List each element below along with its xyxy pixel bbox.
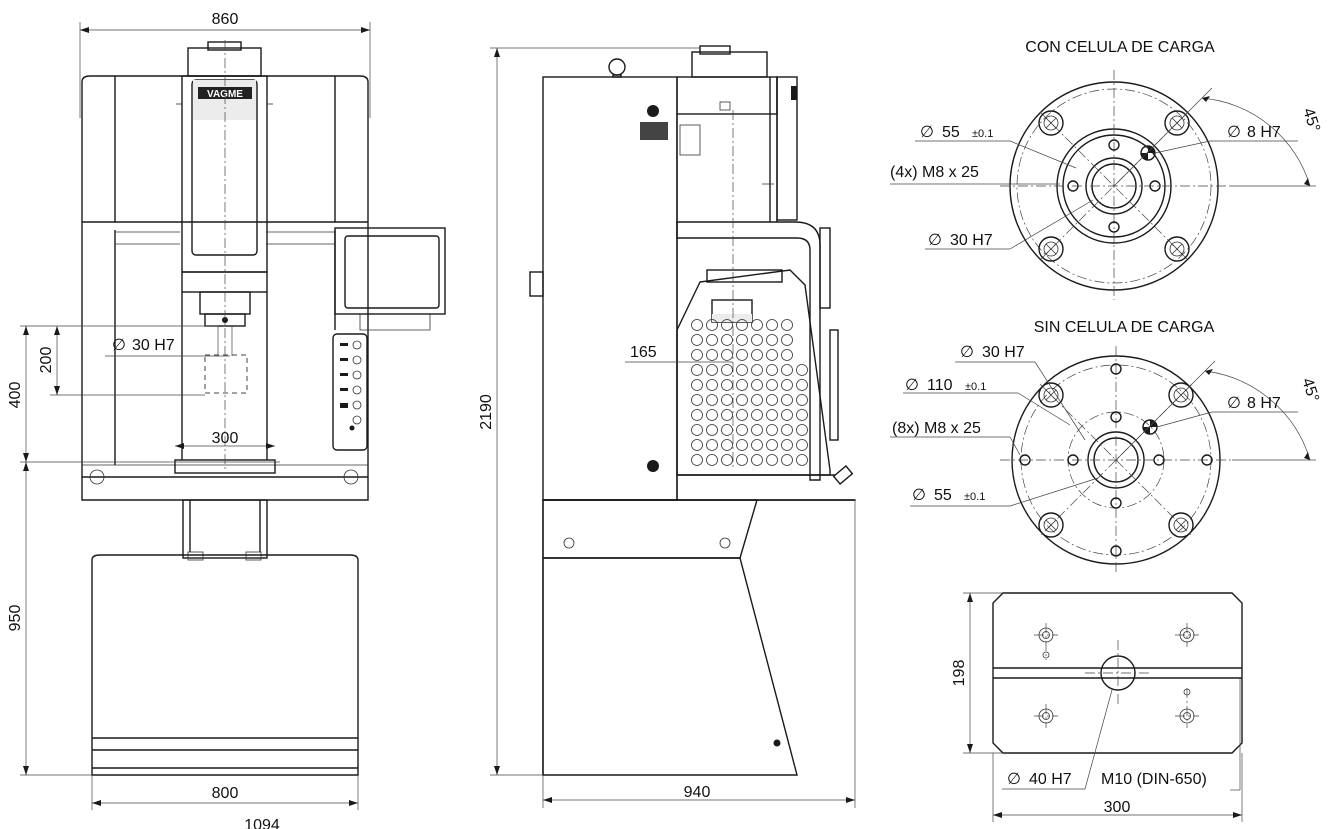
flange2-d110-label: 110 [927,377,953,394]
front-dia-symbol: ∅ [112,337,126,354]
dim-300-front-label: 300 [212,430,239,447]
flange2-d30-label: 30 H7 [982,344,1025,361]
flange2-d8-label: 8 H7 [1247,395,1281,412]
flange2-d55-symbol: ∅ [912,487,926,504]
dim-950-label: 950 [7,605,24,632]
flange2-angle-label: 45° [1298,376,1322,404]
no-load-cell-title: SIN CELULA DE CARGA [1034,319,1215,336]
plate-d40-symbol: ∅ [1007,771,1021,788]
plate-holes [1038,627,1195,724]
dim-200-label: 200 [38,347,55,374]
front-hole-30h7-label: 30 H7 [132,337,175,354]
flange1-angle-label: 45° [1299,106,1323,134]
flange2-d30-symbol: ∅ [960,344,974,361]
plate-d40-label: 40 H7 [1029,771,1072,788]
dim-800-label: 800 [212,785,239,802]
flange1-d30-symbol: ∅ [928,232,942,249]
flange1-d30-label: 30 H7 [950,232,993,249]
flange2-d55-tol: ±0.1 [964,491,985,503]
flange-without-load-cell: SIN CELULA DE CARGA [890,319,1322,574]
flange1-m8-label: (4x) M8 x 25 [890,164,979,181]
side-view: 2190 [478,45,856,808]
dim-1094-label: 1094 [244,817,280,829]
flange2-m8-label: (8x) M8 x 25 [892,420,981,437]
dim-400-label: 400 [7,382,24,409]
dim-165-label: 165 [630,344,657,361]
front-view: 860 VAGME [7,11,446,829]
flange-with-load-cell: CON CELULA DE CARGA [890,39,1323,300]
dim-860-label: 860 [212,11,239,28]
plate-m10-label: M10 (DIN-650) [1101,771,1207,788]
flange1-d55-tol: ±0.1 [972,128,993,140]
perforated-guard [691,319,808,466]
flange1-corner-bolts [1038,110,1190,262]
flange2-d55-label: 55 [934,487,952,504]
flange1-d8-symbol: ∅ [1227,124,1241,141]
flange2-d8-symbol: ∅ [1227,395,1241,412]
dim-300-plate-label: 300 [1104,799,1131,816]
flange2-d110-symbol: ∅ [905,377,919,394]
dim-2190-label: 2190 [478,394,495,430]
flange1-d55-symbol: ∅ [920,124,934,141]
table-plate: 198 ∅ 40 H7 M10 (DIN-650) 300 [951,592,1243,822]
flange1-d55-label: 55 [942,124,960,141]
load-cell-title: CON CELULA DE CARGA [1025,39,1215,56]
flange1-d8-label: 8 H7 [1247,124,1281,141]
flange2-d110-tol: ±0.1 [965,381,986,393]
dim-198-label: 198 [951,660,968,687]
dim-940-label: 940 [684,784,711,801]
